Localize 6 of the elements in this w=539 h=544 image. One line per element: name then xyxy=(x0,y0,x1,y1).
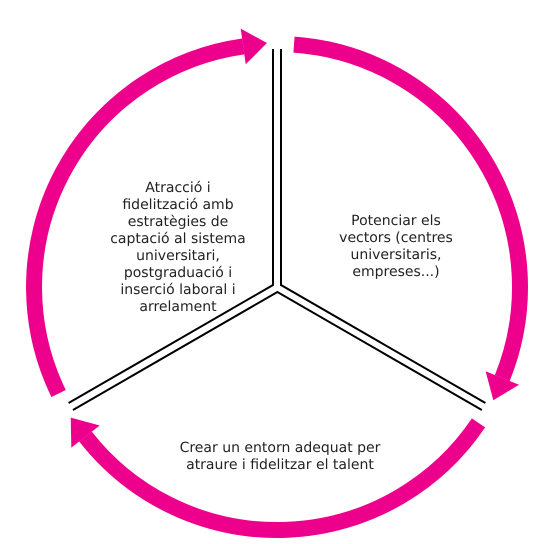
sector-text: Potenciar els vectors (centres universitaris, empreses...) xyxy=(338,213,454,281)
circular-arrow xyxy=(292,36,528,401)
circular-arrow xyxy=(70,418,485,538)
circular-arrow xyxy=(26,28,267,397)
sector-text: Atracció i fidelització amb estratègies de captació al sistema universitari, postgraduació i inserció laboral i arrelament xyxy=(109,180,247,316)
sector-text: Crear un entorn adequat per atraure i fidelitzar el talent xyxy=(178,440,382,474)
